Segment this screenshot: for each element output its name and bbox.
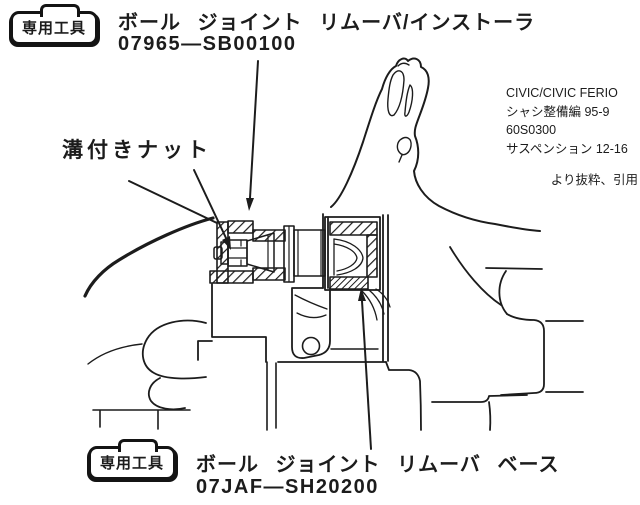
callout-arrows [193,60,372,450]
reference-line: CIVIC/CIVIC FERIO [506,86,618,100]
reference-citation: より抜粋、引用 [550,173,638,187]
base-tool-arrow [361,300,372,450]
special-tool-badge-label: 専用工具 [100,455,165,472]
lower-control-arm-outline [83,180,387,431]
top-tool-name: ボール ジョイント リムーバ/インストーラ [118,12,536,34]
reference-line: サスペンション 12-16 [506,141,628,156]
toolbox-handle-icon [118,439,158,452]
slotted-nut-callout: 溝付きナット [62,139,212,162]
top-tool-part-number: 07965—SB00100 [118,33,297,55]
castle-nut-and-stud [213,232,275,273]
knuckle-boss [322,213,389,362]
steering-knuckle-outline [330,57,584,431]
casting-swirl-lines [361,288,391,321]
reference-line: 60S0300 [506,123,557,137]
special-tool-badge-top: 専用工具 [10,4,99,45]
bottom-tool-part-number: 07JAF—SH20200 [196,476,379,498]
source-reference-block: CIVIC/CIVIC FERIO シャシ整備編 95-9 60S0300 サス… [506,84,638,190]
bottom-tool-name: ボール ジョイント リムーバ ベース [196,454,560,476]
reference-line: シャシ整備編 95-9 [506,104,610,119]
toolbox-handle-icon [40,4,80,17]
remover-base-tool [324,216,381,291]
bracket-and-hole [291,287,331,359]
top-tool-arrow [249,60,259,199]
special-tool-badge-label: 専用工具 [22,20,87,37]
special-tool-badge-bottom: 専用工具 [88,439,177,480]
slotted-nut-arrow [193,169,227,239]
